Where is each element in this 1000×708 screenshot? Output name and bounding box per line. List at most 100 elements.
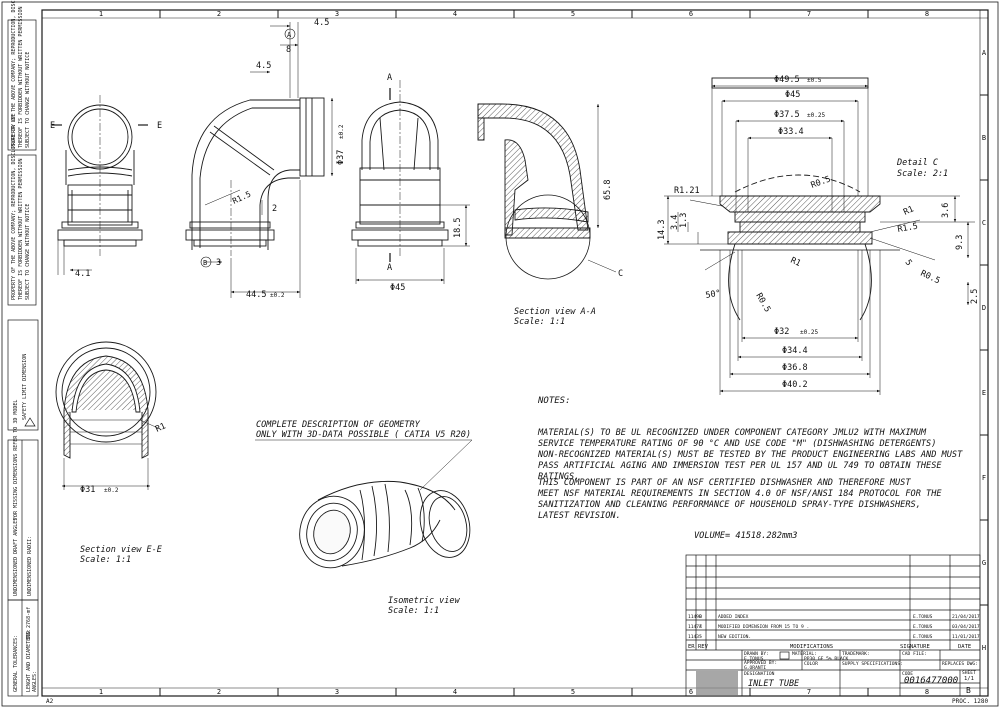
col-label: 2 (217, 10, 221, 18)
rev-row-letter: B (699, 614, 702, 620)
rev-header: REV (698, 644, 709, 650)
dim-phi34-4: Φ34.4 (782, 346, 808, 356)
dim-r1-5-b: R1.5 (897, 222, 919, 235)
dim-4-1: 4.1 (75, 269, 90, 279)
col-label: 3 (335, 10, 339, 18)
dim-r1-b: R1 (789, 256, 803, 269)
rev-row-sig: E.TONUS (913, 624, 933, 630)
color-label: COLOR (804, 661, 818, 667)
section-e-e-scale: Scale: 1:1 (80, 555, 131, 565)
view-a-a-dims (355, 88, 470, 284)
dim-44-5-tol: ±0.2 (270, 292, 285, 299)
rev-row-date: 11/01/2017 (952, 634, 980, 640)
row-label: C (982, 219, 986, 227)
view-a-a-labels: A A Φ45 18.5 (387, 73, 463, 293)
side-view-elbow (185, 97, 325, 256)
dim-50-deg: 50° (705, 288, 722, 301)
front-view (52, 95, 148, 256)
dim-r1-a: R1 (902, 204, 916, 217)
lengths-label: LENGHT AND DIAMETERS: (26, 629, 32, 692)
part-code: 0016477000 (904, 676, 958, 686)
sheet-value: 1/1 (964, 676, 974, 682)
title-block-text: 11490 B ADDED INDEX E.TONUS 21/04/2017 1… (46, 614, 989, 705)
left-margin-text: GENERAL TOLERANCES: LENGHT AND DIAMETERS… (11, 0, 38, 692)
property-text-2: THEREOF IS FORBIDDEN WITHOUT WRITTEN PER… (18, 159, 24, 300)
col-label: 7 (807, 688, 811, 696)
rev-letter: B (966, 686, 971, 695)
dim-5: 5 (903, 258, 914, 268)
dim-phi37-5-tol: ±0.25 (807, 112, 825, 119)
callout-a: A (287, 31, 292, 39)
dim-phi36-8: Φ36.8 (782, 363, 808, 373)
col-label: 7 (807, 10, 811, 18)
supply-spec-label: SUPPLY SPECIFICATIONS: (842, 661, 903, 667)
date-header: DATE (958, 644, 971, 650)
section-marker-a-top: A (387, 73, 392, 83)
detail-c-marker: C (618, 269, 623, 279)
grid-labels: 1 2 3 4 5 6 7 8 1 2 3 4 5 6 7 8 A B C D … (99, 10, 987, 696)
dim-2: 2 (272, 204, 277, 214)
row-label: E (982, 389, 986, 397)
approved-by-label: APPROVED BY: (744, 660, 777, 666)
dim-8: 8 (286, 45, 291, 55)
section-e-e-labels: Φ31 ±0.2 R1 Section view E-E Scale: 1:1 (80, 421, 168, 565)
signature-header: SIGNATURE (900, 644, 930, 650)
col-label: 1 (99, 688, 103, 696)
section-view-e-e (55, 341, 159, 490)
dim-65-8: 65.8 (603, 180, 613, 200)
section-view-a-a (477, 103, 617, 280)
part-name: INLET TUBE (748, 679, 800, 689)
dim-phi32-tol: ±0.25 (800, 329, 818, 336)
row-label: D (982, 304, 986, 312)
er-header: ER (688, 644, 695, 650)
dim-18-5: 18.5 (453, 218, 463, 238)
sheet-format: A2 (46, 698, 54, 705)
drawn-by-label: DRAWN BY: (744, 651, 769, 657)
isometric-labels: COMPLETE DESCRIPTION OF GEOMETRY ONLY WI… (256, 420, 471, 616)
col-label: 6 (689, 688, 693, 696)
section-marker-a-bottom: A (387, 263, 392, 273)
property-text-1: PROPERTY OF THE ABOVE COMPANY; REPRODUCT… (11, 113, 17, 300)
dim-r0-5-a: R0.5 (810, 174, 833, 190)
dim-r1-ee: R1 (154, 421, 168, 434)
col-label: 8 (925, 10, 929, 18)
row-label: F (982, 474, 986, 482)
cad-label: CAD FILE: (902, 651, 927, 657)
col-label: 1 (99, 10, 103, 18)
col-label: 4 (453, 10, 457, 18)
dim-phi45-detail: Φ45 (785, 90, 800, 100)
rev-row-letter: - (699, 635, 702, 640)
callout-b: B (203, 259, 207, 267)
section-marker-e-left: E (50, 121, 55, 131)
notes-material: MATERIAL(S) TO BE UL RECOGNIZED UNDER CO… (538, 428, 963, 482)
col-label: 8 (925, 688, 929, 696)
detail-c-scale: Scale: 2:1 (897, 169, 948, 179)
front-view-labels: E E 4.1 (50, 121, 162, 279)
volume-note: VOLUME= 41518.282mm3 (694, 531, 798, 541)
dim-14-3: 14.3 (657, 220, 667, 240)
proc-number: PROC. 1280 (952, 698, 989, 705)
section-a-a-title: Section view A-A (514, 307, 596, 317)
approved-by-value: G.ORANTI (744, 665, 766, 671)
rev-row-desc: NEW EDITION. (718, 634, 751, 640)
dim-r0-5-b: R0.5 (919, 269, 942, 287)
dim-r1-5: R1.5 (231, 189, 252, 205)
row-label: A (982, 49, 987, 57)
detail-c-title: Detail C (896, 158, 939, 168)
row-label: B (982, 134, 986, 142)
col-label: 3 (335, 688, 339, 696)
row-label: H (982, 644, 986, 652)
angles-label: ANGLES: (32, 671, 38, 692)
view-a-a-front (351, 80, 449, 258)
trademark-label: TRADEMARK: (842, 651, 870, 657)
sheet-label: SHEET (962, 670, 976, 676)
dim-phi45: Φ45 (390, 283, 405, 293)
redacted-logo-area (696, 671, 738, 695)
dim-1-3: 1.3 (679, 213, 689, 228)
safety-icon (24, 417, 36, 427)
lengths-value: ISO 2768-mf (26, 607, 32, 640)
rev-row-no: 11477 (688, 624, 702, 630)
rev-row-letter: A (699, 624, 702, 630)
dim-phi33-4: Φ33.4 (778, 127, 804, 137)
notes-heading: NOTES: (538, 396, 571, 406)
